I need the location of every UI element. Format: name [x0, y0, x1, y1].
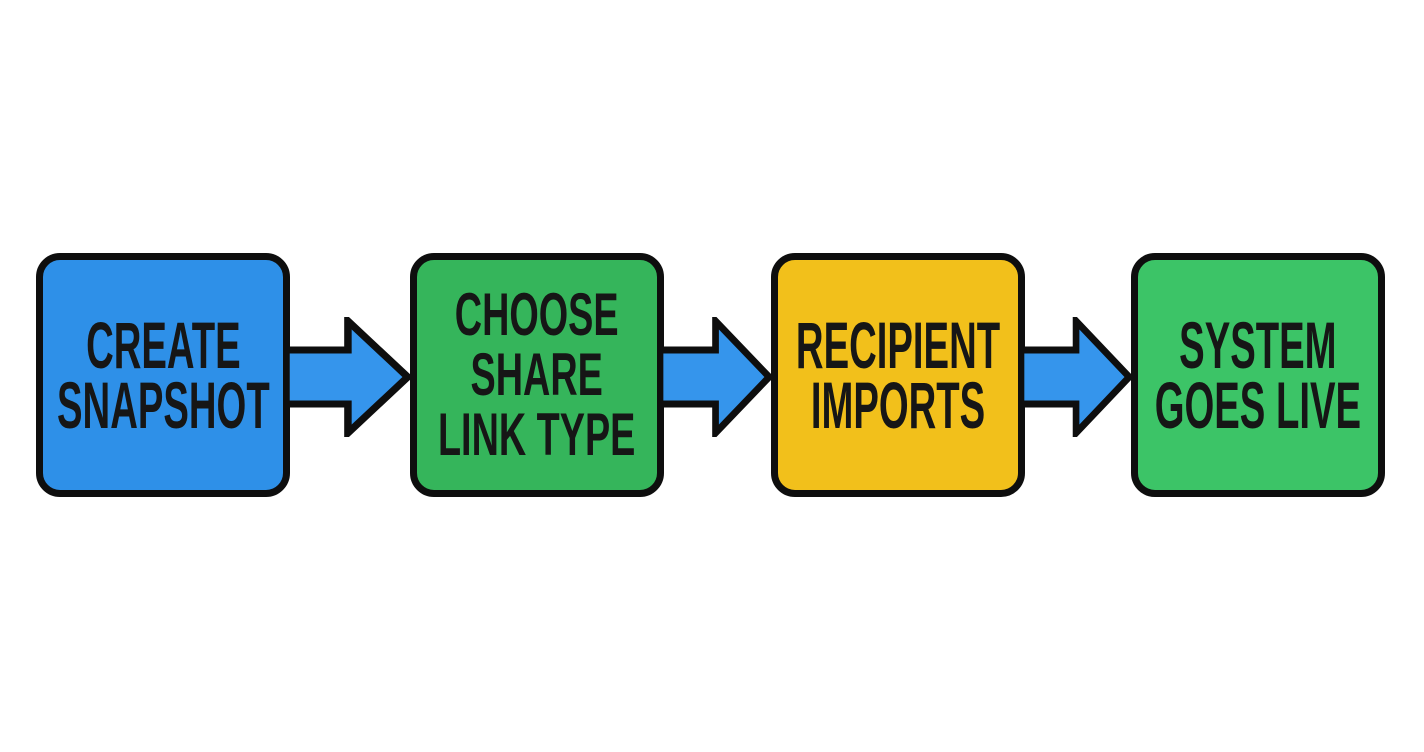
arrow-right-shape	[660, 317, 773, 437]
step-label: RECIPIENT IMPORTS	[795, 308, 1001, 442]
step-label-line: LINK TYPE	[438, 401, 636, 468]
step-label: SYSTEM GOES LIVE	[1154, 308, 1362, 442]
step-box-choose-share-link-type: CHOOSE SHARE LINK TYPE	[410, 253, 664, 497]
arrow-right-icon	[1021, 317, 1133, 437]
step-label: CHOOSE SHARE LINK TYPE	[438, 285, 635, 465]
arrow-right-icon	[660, 317, 773, 437]
arrow-right-icon	[286, 317, 412, 437]
step-label-line: SNAPSHOT	[56, 368, 270, 442]
step-label-line: CHOOSE	[455, 281, 619, 348]
step-label-line: SHARE	[470, 341, 604, 408]
step-box-system-goes-live: SYSTEM GOES LIVE	[1131, 253, 1385, 497]
step-label-line: GOES LIVE	[1154, 368, 1362, 442]
step-label-line: CREATE	[85, 308, 241, 382]
step-label-line: IMPORTS	[810, 368, 986, 442]
arrow-right-shape	[1021, 317, 1133, 437]
step-box-create-snapshot: CREATE SNAPSHOT	[36, 253, 290, 497]
arrow-right-shape	[286, 317, 412, 437]
step-box-recipient-imports: RECIPIENT IMPORTS	[771, 253, 1025, 497]
step-label-line: SYSTEM	[1179, 308, 1337, 382]
step-label-line: RECIPIENT	[795, 308, 1001, 382]
step-label: CREATE SNAPSHOT	[56, 308, 270, 442]
